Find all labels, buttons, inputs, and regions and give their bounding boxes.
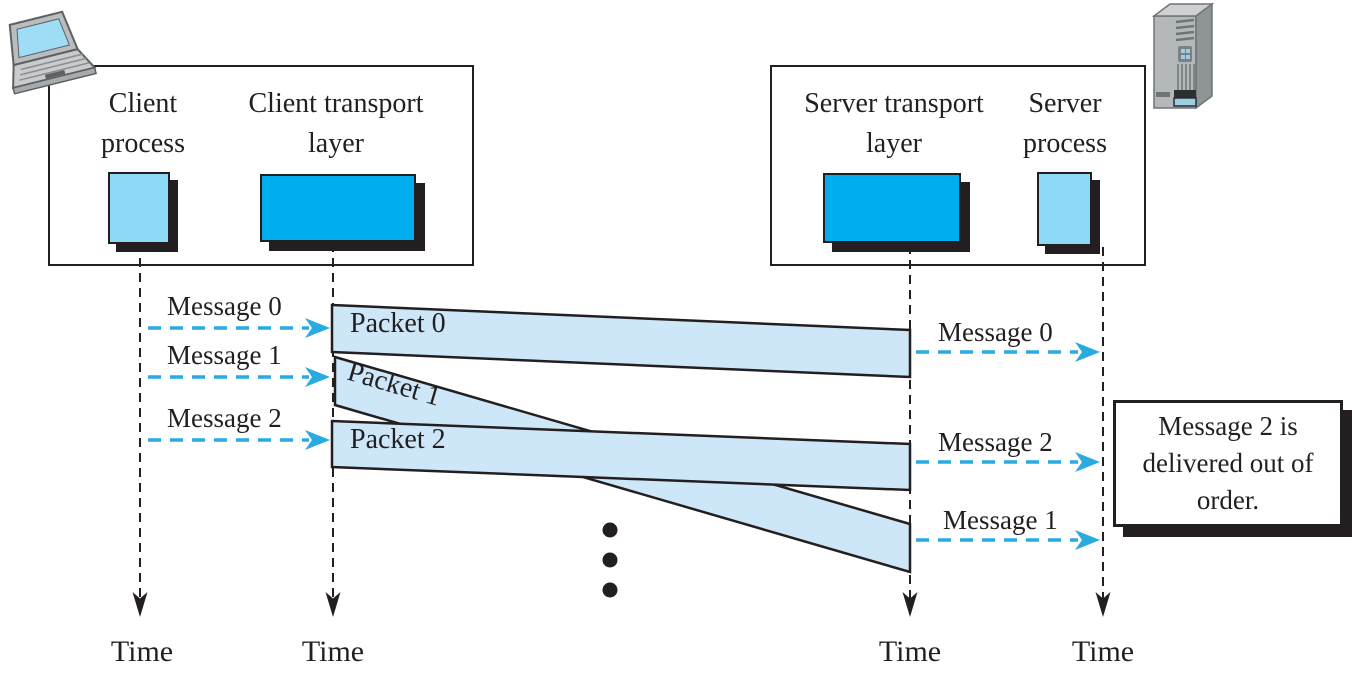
time-label-client-transport: Time xyxy=(301,635,365,668)
server-tower-icon xyxy=(1146,2,1216,116)
packet-2-shape xyxy=(330,419,912,492)
message-right-2-label: Message 2 xyxy=(938,427,1053,457)
message-right-2-arrow xyxy=(916,452,1100,472)
server-host-box xyxy=(770,65,1146,266)
message-left-2-label: Message 2 xyxy=(167,403,282,433)
down-arrowhead-icon xyxy=(325,592,341,617)
time-label-client-process: Time xyxy=(110,635,174,668)
timeline-client-process xyxy=(132,243,148,617)
client-transport-rect xyxy=(260,174,416,242)
message-left-0-label: Message 0 xyxy=(167,291,282,321)
packet-2-label: Packet 2 xyxy=(350,424,446,455)
message-right-0-arrow xyxy=(916,342,1100,362)
down-arrowhead-icon xyxy=(902,592,918,617)
packet-0-shape xyxy=(330,303,912,379)
ellipsis-dots xyxy=(602,522,618,598)
server-process-label: Server process xyxy=(1023,88,1107,159)
down-arrowhead-icon xyxy=(1095,592,1111,617)
laptop-icon xyxy=(0,4,100,104)
message-left-1-label: Message 1 xyxy=(167,340,282,370)
client-host-box xyxy=(48,65,474,266)
right-arrowhead-icon xyxy=(1075,452,1100,472)
right-arrowhead-icon xyxy=(305,318,330,338)
client-transport-label: Client transport layer xyxy=(248,88,424,159)
server-transport-label: Server transport layer xyxy=(804,88,984,159)
timeline-server-transport xyxy=(902,245,918,617)
message-left-0-arrow xyxy=(148,318,330,338)
timeline-client-transport xyxy=(325,243,341,617)
time-label-server-transport: Time xyxy=(878,635,942,668)
client-process-label: Client process xyxy=(101,88,185,159)
message-right-0-label: Message 0 xyxy=(938,317,1053,347)
right-arrowhead-icon xyxy=(1075,342,1100,362)
client-process-rect xyxy=(108,172,170,244)
right-arrowhead-icon xyxy=(305,430,330,450)
message-right-1-label: Message 1 xyxy=(943,505,1058,535)
note-text: Message 2 is delivered out of order. xyxy=(1142,410,1314,516)
message-right-1-arrow xyxy=(916,530,1100,550)
server-transport-rect xyxy=(823,173,961,243)
packet-0-label: Packet 0 xyxy=(350,308,446,339)
right-arrowhead-icon xyxy=(1075,530,1100,550)
message-left-1-arrow xyxy=(148,367,330,387)
down-arrowhead-icon xyxy=(132,592,148,617)
server-process-rect xyxy=(1037,172,1092,246)
time-label-server-process: Time xyxy=(1071,635,1135,668)
timeline-server-process xyxy=(1095,247,1111,617)
note-box: Message 2 is delivered out of order. xyxy=(1113,400,1343,527)
message-left-2-arrow xyxy=(148,430,330,450)
right-arrowhead-icon xyxy=(305,367,330,387)
